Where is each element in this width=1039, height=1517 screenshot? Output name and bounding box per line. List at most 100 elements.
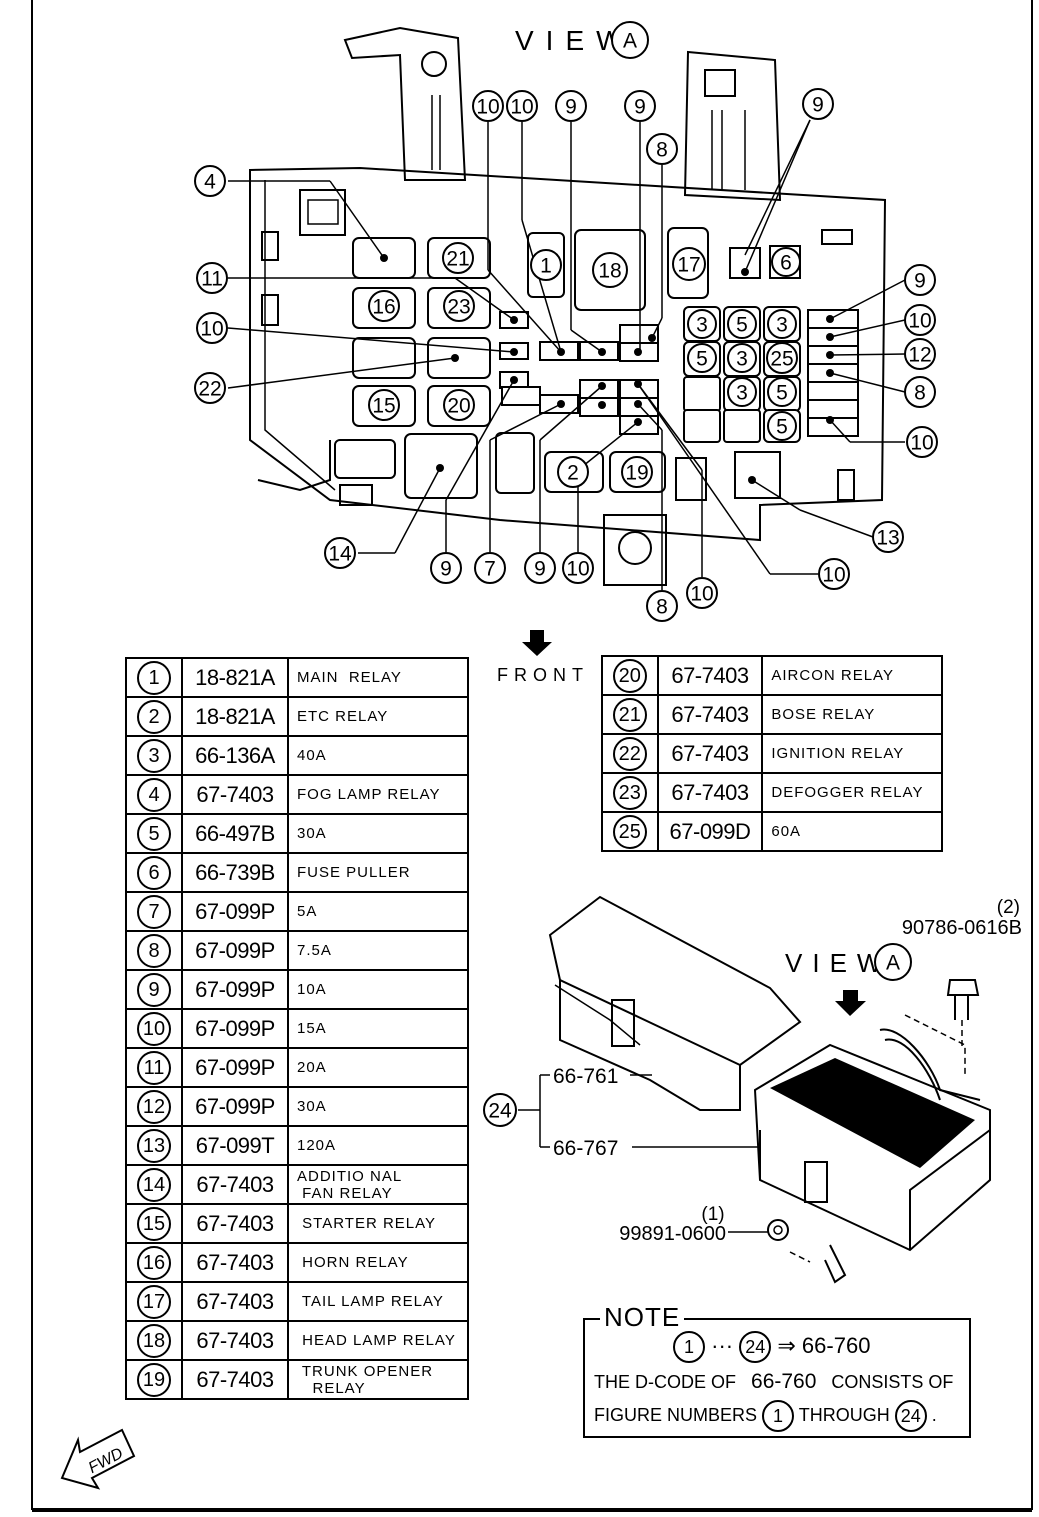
svg-text:10: 10	[200, 318, 223, 341]
svg-text:15: 15	[372, 395, 395, 418]
svg-text:7: 7	[484, 558, 496, 581]
callout-9-bottom-a: 9	[430, 552, 462, 584]
part-code: 67-7403	[181, 1164, 289, 1205]
svg-text:9: 9	[914, 270, 926, 293]
svg-text:5: 5	[776, 382, 788, 405]
note-line-2: THE D-CODE OF 66-760 CONSISTS OF	[594, 1370, 953, 1394]
part-number-circle: 18	[137, 1323, 171, 1358]
part-description: BOSE RELAY	[761, 694, 943, 735]
part-number-circle: 15	[137, 1206, 171, 1241]
part-description: FUSE PULLER	[287, 852, 469, 893]
part-code: 67-7403	[181, 1320, 289, 1361]
part-code: 66-136A	[181, 735, 289, 776]
svg-text:1: 1	[540, 255, 552, 278]
callout-13: 13	[872, 521, 904, 553]
part-description: STARTER RELAY	[287, 1203, 469, 1244]
svg-text:9: 9	[565, 96, 577, 119]
svg-text:22: 22	[198, 378, 221, 401]
part-description: 120A	[287, 1125, 469, 1166]
table-row: 16 67-7403 HORN RELAY	[125, 1242, 469, 1283]
part-description: HORN RELAY	[287, 1242, 469, 1283]
svg-text:12: 12	[908, 344, 931, 367]
callout-7: 7	[474, 552, 506, 584]
part-number-circle: 14	[137, 1167, 171, 1202]
svg-text:8: 8	[656, 596, 668, 619]
box-number-circles: 21 1 18 17 6 16 23 15 20 2 19 3 5 3 5 3 …	[368, 242, 801, 488]
part-description: 60A	[761, 811, 943, 852]
callout-10-left: 10	[196, 312, 228, 344]
relay-empty-box	[352, 337, 416, 379]
part-number-circle: 2	[137, 699, 171, 734]
svg-text:5: 5	[696, 348, 708, 371]
part-description: FOG LAMP RELAY	[287, 774, 469, 815]
view-a-assembly-circle	[874, 943, 912, 981]
note-text-d-code: THE D-CODE OF	[594, 1372, 736, 1392]
part-code: 67-099P	[181, 1008, 289, 1049]
callout-11: 11	[196, 262, 228, 294]
part-number-circle: 3	[137, 738, 171, 773]
part-number-circle: 8	[137, 933, 171, 968]
part-description: 5A	[287, 891, 469, 932]
svg-text:9: 9	[440, 558, 452, 581]
callout-10-bottom-c: 10	[818, 558, 850, 590]
mounting-bracket-left	[343, 26, 467, 181]
front-label: FRONT	[497, 665, 589, 685]
part-code: 67-7403	[181, 1359, 289, 1400]
part-code: 67-7403	[181, 1203, 289, 1244]
svg-text:16: 16	[372, 296, 395, 319]
svg-text:9: 9	[812, 94, 824, 117]
svg-text:2: 2	[567, 462, 579, 485]
svg-text:9: 9	[634, 96, 646, 119]
part-code: 67-099P	[181, 1047, 289, 1088]
svg-text:10: 10	[908, 310, 931, 333]
callout-8-bottom: 8	[646, 590, 678, 622]
callout-10-top-a: 10	[472, 90, 504, 122]
part-code: 67-7403	[656, 694, 764, 735]
part-code: 67-7403	[181, 1242, 289, 1283]
svg-text:25: 25	[770, 348, 793, 371]
note-arrow: ⇒	[777, 1332, 796, 1358]
part-number-circle: 19	[137, 1362, 171, 1397]
svg-text:11: 11	[201, 268, 223, 291]
svg-text:5: 5	[776, 416, 788, 439]
part-number-circle: 16	[137, 1245, 171, 1280]
part-description: ADDITIO NAL FAN RELAY	[287, 1164, 469, 1205]
part-number-circle: 9	[137, 972, 171, 1007]
note-box	[583, 1318, 971, 1438]
view-a-assembly-letters: VIEW	[785, 948, 891, 978]
mounting-bracket-right	[683, 50, 782, 202]
part-description: MAIN RELAY	[287, 657, 469, 698]
part-number-circle: 5	[137, 816, 171, 851]
part-number-circle: 17	[137, 1284, 171, 1319]
table-row: 15 67-7403 STARTER RELAY	[125, 1203, 469, 1244]
view-a-circle-letter: A	[623, 30, 637, 53]
callout-10-bottom-a: 10	[562, 552, 594, 584]
svg-text:3: 3	[736, 382, 748, 405]
part-number-circle: 1	[137, 660, 171, 695]
callout-12-right: 12	[904, 338, 936, 370]
bolt-code: 90786-0616B	[902, 917, 1022, 939]
part-number-circle: 4	[137, 777, 171, 812]
bolt-qty: (2)	[997, 897, 1020, 918]
part-number-circle: 11	[137, 1050, 171, 1085]
part-description: 40A	[287, 735, 469, 776]
part-code: 67-7403	[181, 774, 289, 815]
part-description: AIRCON RELAY	[761, 655, 943, 696]
view-a-circle	[611, 21, 649, 59]
